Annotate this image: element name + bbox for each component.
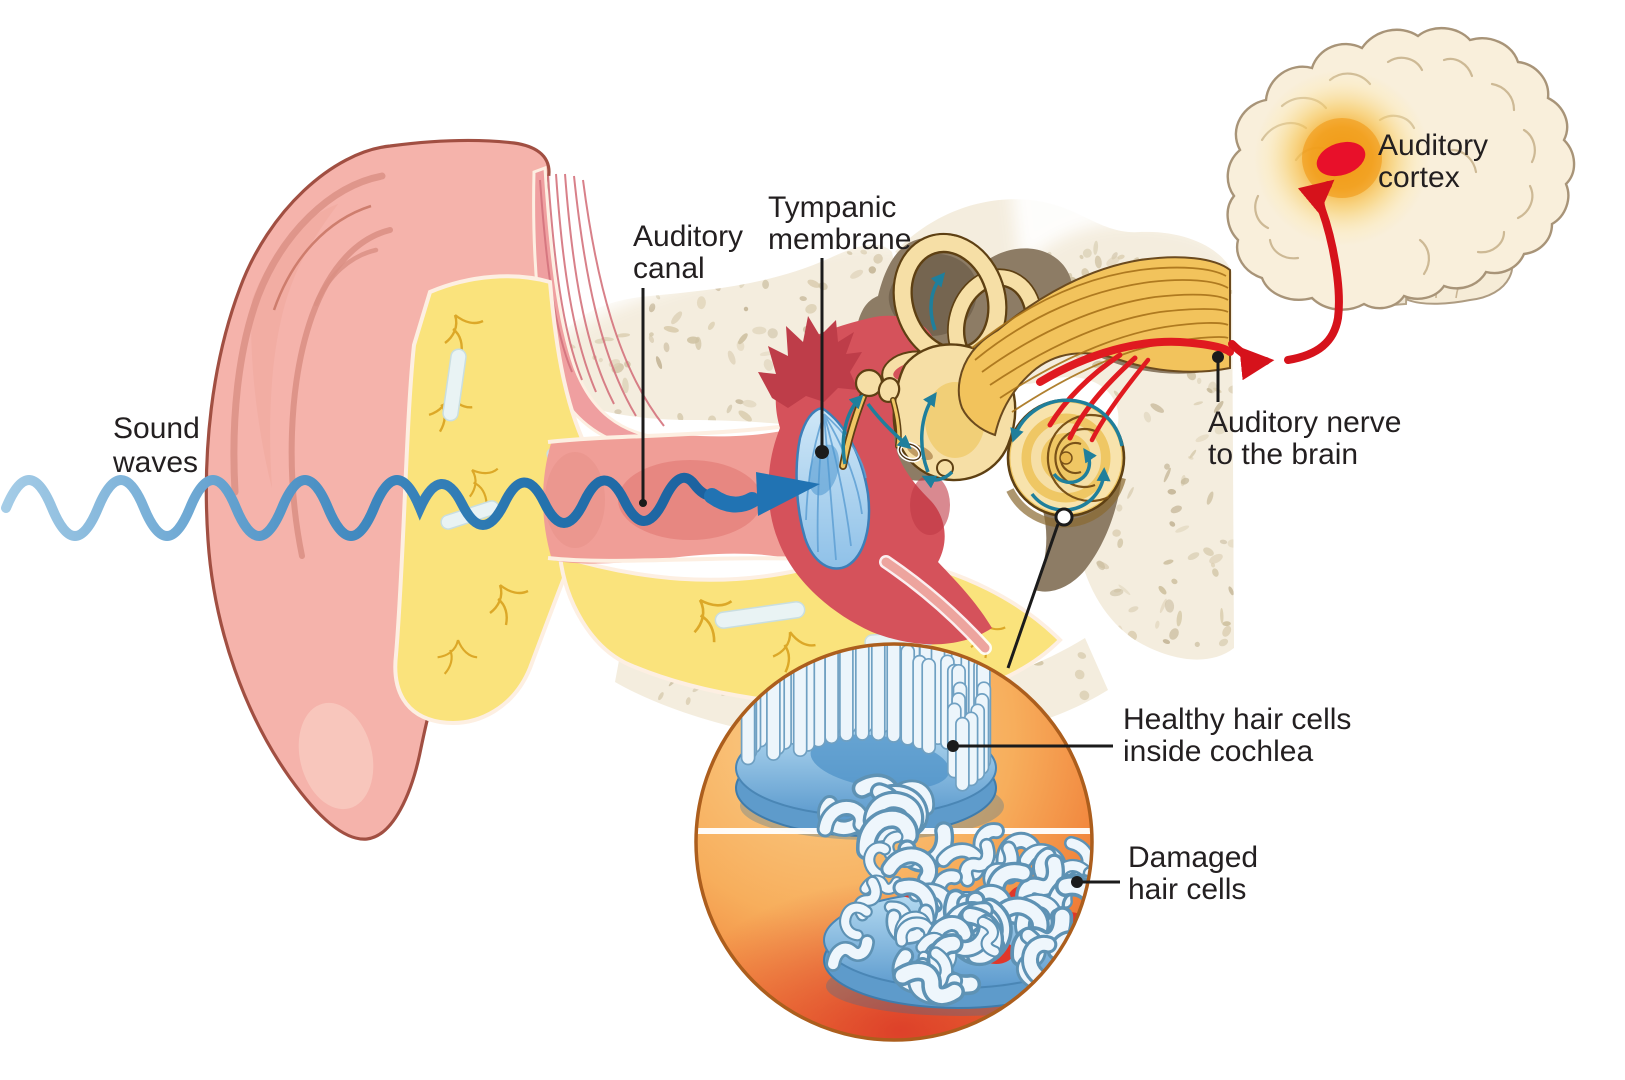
auditory-cortex-spot <box>1316 141 1366 177</box>
label-text: to the brain <box>1208 438 1358 471</box>
label-text: inside cochlea <box>1123 735 1313 768</box>
hair-cell-inset <box>694 642 1094 1042</box>
label-text: Auditory nerve <box>1208 406 1401 439</box>
inset-circle-outline <box>694 642 1094 1042</box>
sound-path-arrows <box>841 272 1124 512</box>
label-sound-waves: Sound waves <box>112 412 208 479</box>
damaged-hair-cells <box>816 773 1092 1007</box>
label-tympanic-membrane: Tympanic membrane <box>768 191 911 256</box>
pointer-dot <box>947 740 959 752</box>
nerve-signal-fan <box>1047 352 1151 443</box>
label-text: waves <box>112 446 198 479</box>
pointer-dot <box>815 445 829 459</box>
label-auditory-cortex: Auditory cortex <box>1378 129 1496 194</box>
label-auditory-canal: Auditory canal <box>633 220 751 285</box>
pointer-dot <box>1071 876 1083 888</box>
labels: Sound waves Auditory canal Tympanic memb… <box>112 129 1496 906</box>
label-text: Auditory <box>1378 129 1488 162</box>
auditory-nerve <box>957 256 1234 437</box>
label-text: hair cells <box>1128 873 1246 906</box>
label-damaged-hair-cells: Damaged hair cells <box>1128 841 1266 906</box>
pointer-dot <box>1212 351 1224 363</box>
sound-wave <box>1 472 820 541</box>
fat-branches <box>428 314 1006 676</box>
nerve-signal-path <box>1036 337 1234 386</box>
incus <box>877 377 901 403</box>
semicircular-canals <box>881 232 1043 482</box>
label-text: Auditory <box>633 220 743 253</box>
label-text: canal <box>633 252 705 285</box>
cochlea <box>1006 398 1126 528</box>
wave-arrowhead <box>756 472 820 516</box>
pointer-dot <box>639 499 647 507</box>
label-auditory-nerve: Auditory nerve to the brain <box>1208 406 1410 471</box>
label-text: Tympanic <box>768 191 896 224</box>
inset-connector-marker <box>1054 507 1074 527</box>
label-text: membrane <box>768 223 911 256</box>
label-healthy-hair-cells: Healthy hair cells inside cochlea <box>1123 703 1360 768</box>
label-text: Damaged <box>1128 841 1258 874</box>
inset-connector-line <box>1006 523 1060 669</box>
label-text: cortex <box>1378 161 1460 194</box>
earlobe-highlight <box>298 702 374 810</box>
label-text: Sound <box>113 412 200 445</box>
signal-arrows <box>1228 179 1343 381</box>
eustachian-tube <box>881 557 990 653</box>
label-text: Healthy hair cells <box>1123 703 1351 736</box>
